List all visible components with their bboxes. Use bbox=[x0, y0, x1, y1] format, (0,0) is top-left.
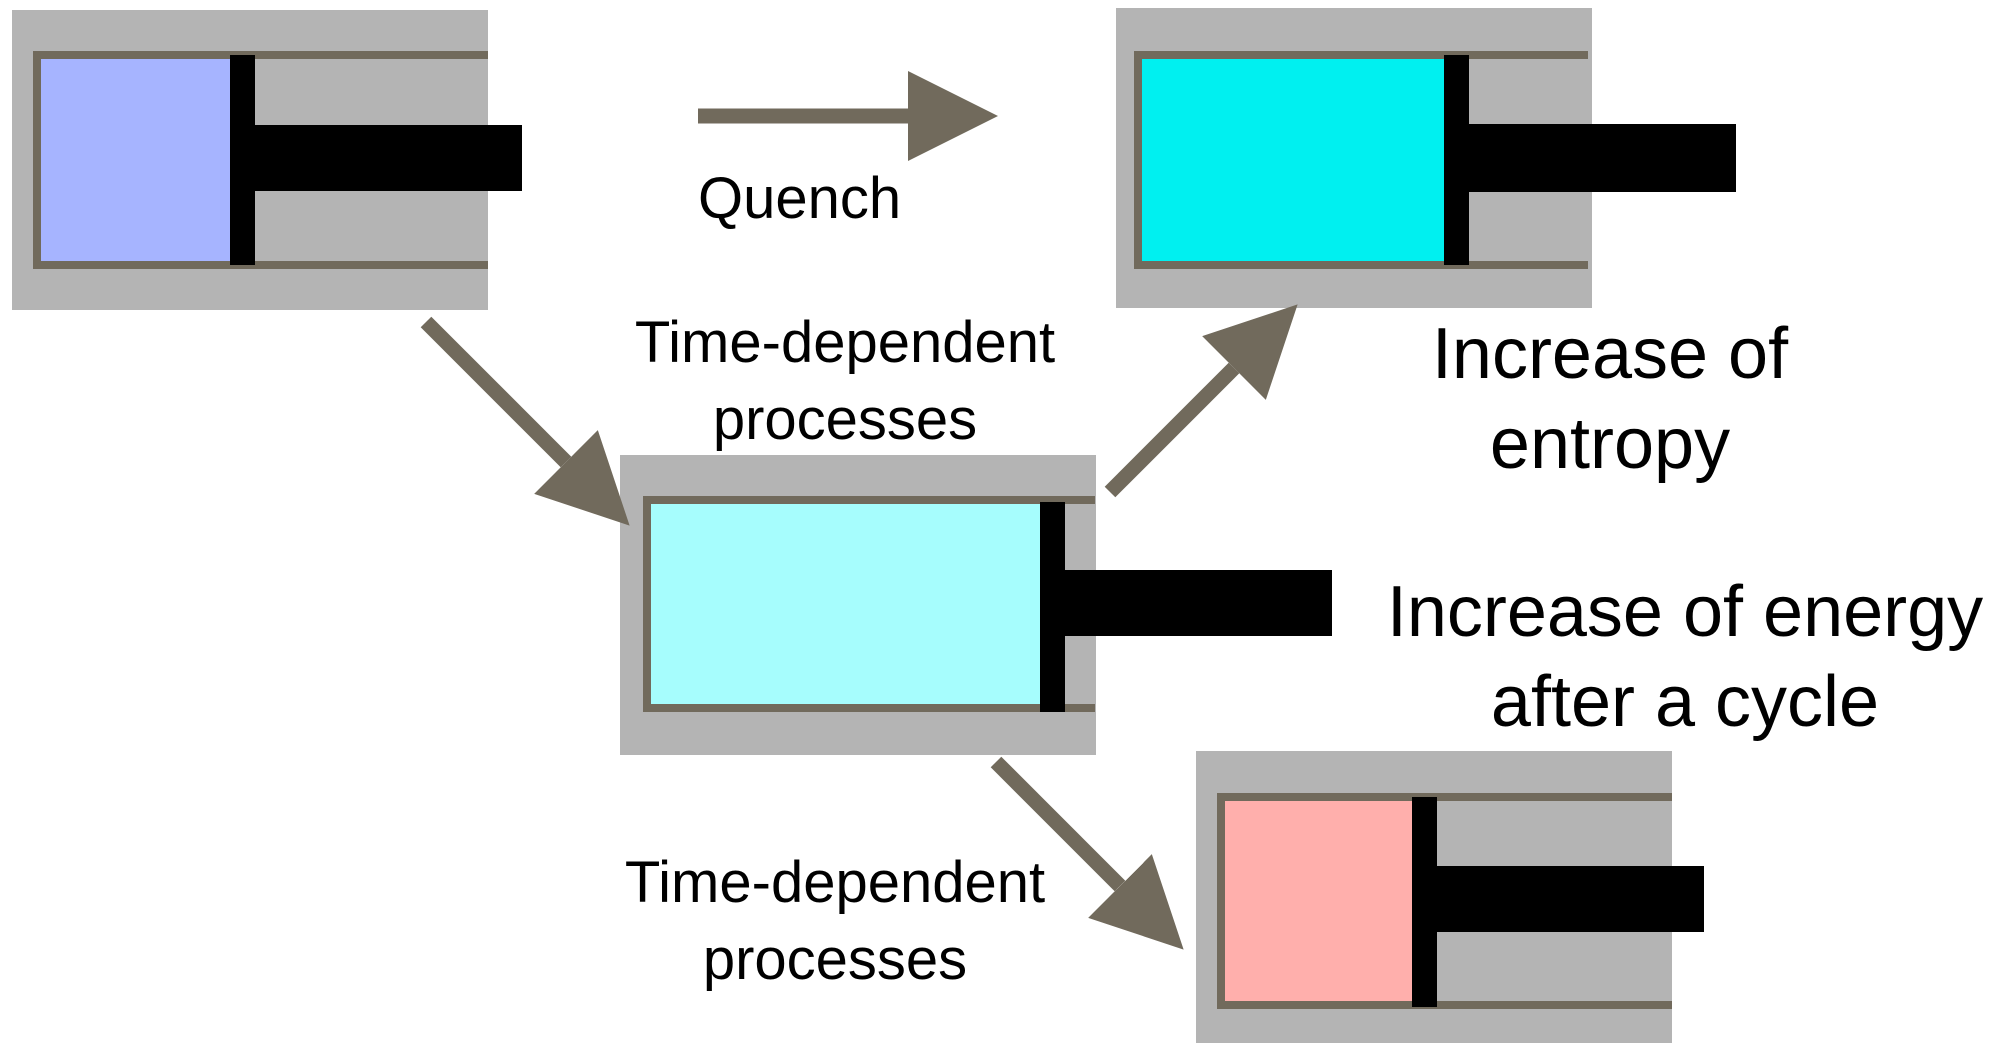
arrows bbox=[420, 71, 1298, 950]
piston-rod bbox=[1436, 866, 1704, 932]
td-process-label-1-line2: processes bbox=[712, 387, 978, 452]
piston-head bbox=[230, 55, 255, 265]
quench-label: Quench bbox=[698, 166, 902, 231]
cylinder-final bbox=[1196, 751, 1704, 1043]
energy-label-line1: Increase of energy bbox=[1386, 572, 1984, 652]
cylinder-wall bbox=[643, 496, 1095, 712]
process-arrow-down-1 bbox=[420, 316, 630, 526]
gas-quenched bbox=[1141, 55, 1446, 265]
cylinder-intermediate bbox=[620, 455, 1332, 755]
td-process-label-2-line2: processes bbox=[702, 927, 968, 992]
energy-label-line2: after a cycle bbox=[1490, 662, 1880, 742]
gas-initial bbox=[40, 55, 238, 265]
piston-rod bbox=[254, 125, 522, 191]
cylinder-quenched bbox=[1116, 8, 1736, 308]
cylinder-wall bbox=[1134, 51, 1588, 269]
piston-head bbox=[1040, 502, 1065, 712]
process-arrow-down-2 bbox=[990, 756, 1184, 950]
gas-intermediate bbox=[650, 500, 1042, 708]
piston-head bbox=[1412, 797, 1437, 1007]
cylinder-initial bbox=[12, 10, 522, 310]
piston-head bbox=[1444, 55, 1469, 265]
td-process-label-2-line1: Time-dependent bbox=[624, 850, 1046, 915]
piston-rod bbox=[1468, 124, 1736, 192]
entropy-label-line2: entropy bbox=[1489, 404, 1731, 484]
td-process-label-1-line1: Time-dependent bbox=[634, 310, 1056, 375]
entropy-label-line1: Increase of bbox=[1431, 314, 1789, 394]
process-arrow-up bbox=[1104, 304, 1298, 498]
cylinder-wall bbox=[1217, 793, 1672, 1009]
cylinder-wall bbox=[33, 51, 488, 269]
piston-rod bbox=[1064, 570, 1332, 636]
gas-final bbox=[1224, 797, 1416, 1003]
